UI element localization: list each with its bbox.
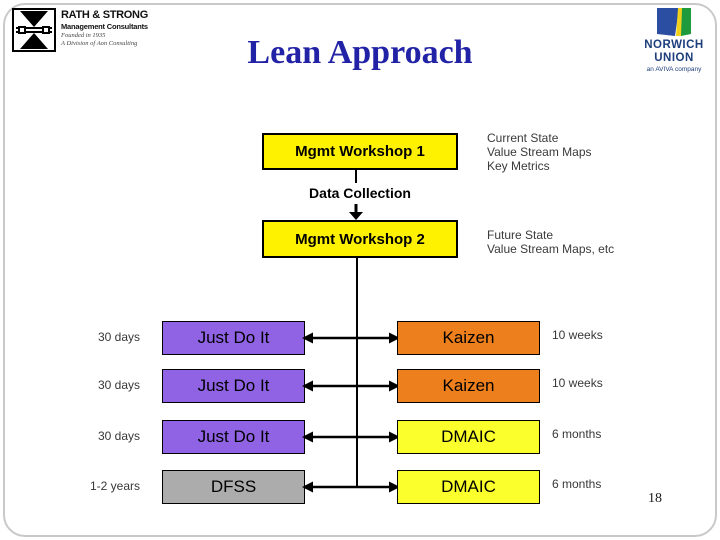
rath-strong-division: A Division of Aon Consulting xyxy=(61,40,138,47)
just-do-it-box-2: Just Do It xyxy=(162,369,305,403)
workshop-1-note: Current State Value Stream Maps Key Metr… xyxy=(487,131,592,173)
rath-strong-subtitle: Management Consultants xyxy=(61,22,148,31)
row-duration-label: 30 days xyxy=(97,330,140,344)
dmaic-box-2: DMAIC xyxy=(397,470,540,504)
row-duration-label: 6 months xyxy=(552,477,602,491)
row-duration-label: 30 days xyxy=(97,429,140,443)
just-do-it-box-1: Just Do It xyxy=(162,321,305,355)
page-title: Lean Approach xyxy=(247,34,473,71)
mgmt-workshop-1-box: Mgmt Workshop 1 xyxy=(262,133,458,170)
mgmt-workshop-2-box: Mgmt Workshop 2 xyxy=(262,220,458,258)
norwich-union-flag-icon xyxy=(657,8,691,36)
double-arrow-icon xyxy=(302,431,400,443)
kaizen-box-2: Kaizen xyxy=(397,369,540,403)
down-arrow-icon xyxy=(349,204,363,220)
rath-strong-logo: RATH & STRONG Management Consultants Fou… xyxy=(12,8,148,52)
norwich-union-tagline: an AVIVA company xyxy=(646,66,702,74)
norwich-union-name-line1: NORWICH xyxy=(644,39,704,51)
row-duration-label: 10 weeks xyxy=(552,376,603,390)
row-duration-label: 30 days xyxy=(97,378,140,392)
dfss-box: DFSS xyxy=(162,470,305,504)
rath-strong-founded: Founded in 1935 xyxy=(61,31,106,39)
connector-line xyxy=(355,170,357,183)
rath-strong-logo-icon xyxy=(12,8,56,52)
data-collection-label: Data Collection xyxy=(309,185,411,201)
row-duration-label: 1-2 years xyxy=(89,479,140,493)
kaizen-box-1: Kaizen xyxy=(397,321,540,355)
slide-border xyxy=(3,3,717,537)
double-arrow-icon xyxy=(302,481,400,493)
row-duration-label: 10 weeks xyxy=(552,328,603,342)
row-duration-label: 6 months xyxy=(552,427,602,441)
just-do-it-box-3: Just Do It xyxy=(162,420,305,454)
rath-strong-name: RATH & STRONG xyxy=(61,9,148,21)
workshop-2-note: Future State Value Stream Maps, etc xyxy=(487,228,615,256)
dmaic-box-1: DMAIC xyxy=(397,420,540,454)
connector-spine-line xyxy=(356,258,358,487)
double-arrow-icon xyxy=(302,332,400,344)
page-number: 18 xyxy=(648,491,662,506)
norwich-union-logo: NORWICH UNION an AVIVA company xyxy=(636,8,712,73)
double-arrow-icon xyxy=(302,380,400,392)
norwich-union-name-line2: UNION xyxy=(654,52,694,65)
